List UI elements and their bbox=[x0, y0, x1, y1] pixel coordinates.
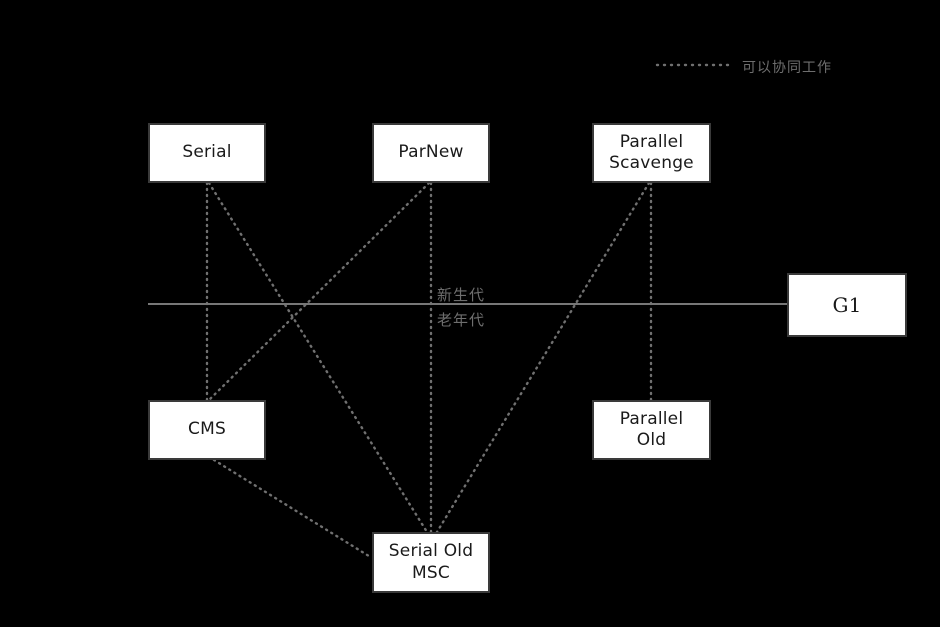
node-serial[interactable]: Serial bbox=[148, 123, 266, 183]
legend-label: 可以协同工作 bbox=[742, 60, 832, 76]
old-generation-label: 老年代 bbox=[437, 311, 486, 329]
edge-cms-to-serial-old-msc bbox=[212, 458, 374, 560]
edge-serial-to-serial-old-msc bbox=[207, 181, 429, 534]
node-parallel-old[interactable]: Parallel Old bbox=[592, 400, 711, 460]
edge-parnew-to-cms bbox=[207, 181, 431, 402]
node-serial-old-msc[interactable]: Serial Old MSC bbox=[372, 532, 490, 593]
node-parallel-scavenge[interactable]: Parallel Scavenge bbox=[592, 123, 711, 183]
young-generation-label: 新生代 bbox=[437, 286, 486, 304]
node-g1[interactable]: G1 bbox=[787, 273, 907, 337]
node-parnew[interactable]: ParNew bbox=[372, 123, 490, 183]
edge-parallel-scavenge-to-serial-old-msc bbox=[435, 181, 651, 534]
node-cms[interactable]: CMS bbox=[148, 400, 266, 460]
